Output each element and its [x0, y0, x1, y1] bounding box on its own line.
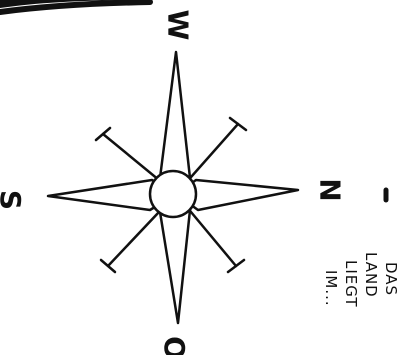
diagonal-cap-lower-right — [228, 260, 244, 272]
direction-label-top: W — [163, 10, 191, 41]
compass-center-circle — [150, 171, 196, 217]
note-line: LAND — [363, 252, 378, 298]
handwritten-note: DAS LAND LIEGT IM... — [268, 250, 398, 355]
direction-label-bottom: O — [160, 336, 188, 355]
note-line: LIEGT — [343, 260, 358, 308]
note-line: IM... — [323, 270, 338, 307]
direction-label-right: N — [316, 178, 344, 201]
direction-label-left: S — [0, 190, 24, 210]
note-line: DAS — [383, 262, 398, 296]
diagonal-cap-upper-right — [230, 118, 246, 130]
